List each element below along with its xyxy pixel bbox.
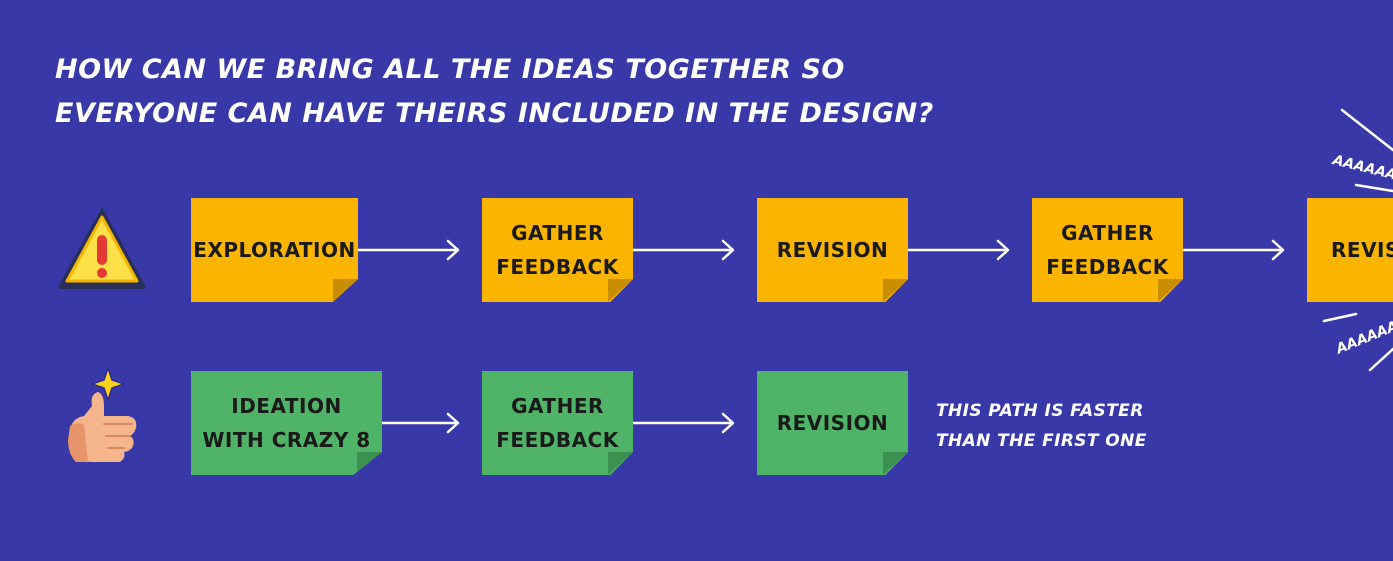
note-gather-feedback-1: GATHER FEEDBACK <box>482 198 633 302</box>
note-label: REVISION <box>776 238 889 262</box>
note-label: REVISI <box>1331 238 1393 262</box>
note-label: GATHER FEEDBACK <box>496 221 619 279</box>
note-revision-3: REVISION <box>757 371 908 475</box>
comment-line-1: THIS PATH IS FASTER <box>936 401 1144 421</box>
arrow-right <box>633 411 737 435</box>
note-fold <box>883 279 908 302</box>
page-title: HOW CAN WE BRING ALL THE IDEAS TOGETHER … <box>55 48 955 136</box>
note-label: EXPLORATION <box>193 238 356 262</box>
comment-line-2: THAN THE FIRST ONE <box>936 431 1147 451</box>
title-line-1: HOW CAN WE BRING ALL THE IDEAS TOGETHER … <box>55 54 845 85</box>
warning-icon <box>55 203 149 295</box>
note-fold <box>333 279 358 302</box>
note-gather-feedback-2: GATHER FEEDBACK <box>1032 198 1183 302</box>
note-label: GATHER FEEDBACK <box>1046 221 1169 279</box>
note-revision-1: REVISION <box>757 198 908 302</box>
note-revision-2-cropped: REVISI <box>1307 198 1393 302</box>
note-exploration: EXPLORATION <box>191 198 358 302</box>
note-label: GATHER FEEDBACK <box>496 394 619 452</box>
title-line-2: EVERYONE CAN HAVE THEIRS INCLUDED IN THE… <box>55 98 934 129</box>
faster-path-comment: THIS PATH IS FASTER THAN THE FIRST ONE <box>936 396 1196 456</box>
thumbs-up-icon <box>62 365 142 470</box>
note-label: IDEATION WITH CRAZY 8 <box>202 394 371 452</box>
arrow-right <box>358 238 462 262</box>
note-label: REVISION <box>776 411 889 435</box>
arrow-right <box>382 411 462 435</box>
note-ideation-crazy-8: IDEATION WITH CRAZY 8 <box>191 371 382 475</box>
arrow-right <box>1183 238 1287 262</box>
burst-lines-icon <box>1322 108 1393 372</box>
note-gather-feedback-3: GATHER FEEDBACK <box>482 371 633 475</box>
note-fold <box>883 452 908 475</box>
arrow-right <box>908 238 1012 262</box>
arrow-right <box>633 238 737 262</box>
